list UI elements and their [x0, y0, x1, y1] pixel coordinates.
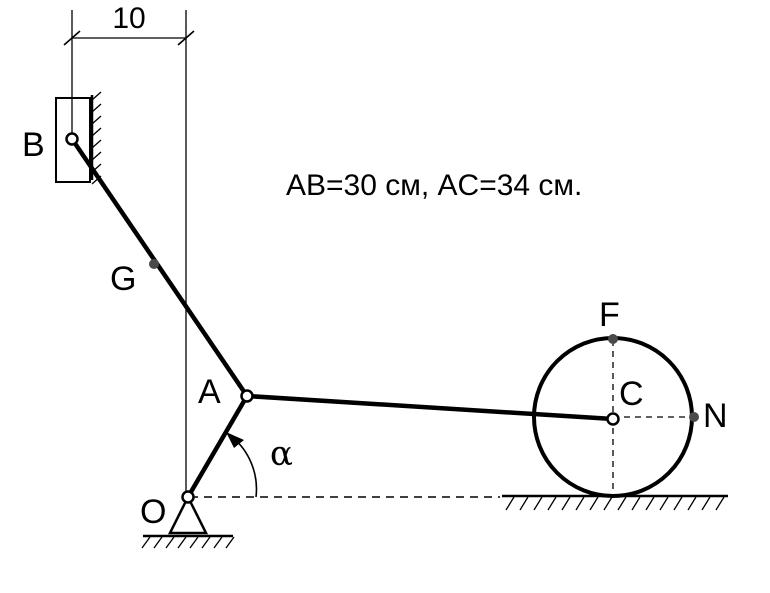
label-B: B — [22, 126, 45, 164]
label-C: C — [619, 375, 644, 413]
point-N — [689, 412, 699, 422]
dimension-tick-right — [177, 30, 195, 46]
dimension-tick-left — [63, 30, 81, 46]
rod-AB — [69, 136, 250, 399]
rod-OA — [185, 393, 250, 500]
point-F — [608, 334, 618, 344]
given-condition: AB=30 см, AC=34 см. — [286, 169, 582, 202]
joint-B — [65, 132, 79, 146]
fixed-support-O — [141, 494, 235, 549]
label-F: F — [599, 296, 620, 334]
dimension-10: 10 — [63, 2, 195, 497]
support-hatching — [141, 536, 235, 549]
dimension-value: 10 — [112, 2, 145, 35]
label-O: O — [140, 493, 166, 531]
label-N: N — [703, 397, 728, 435]
angle-alpha — [226, 432, 258, 498]
slider-block — [55, 97, 91, 183]
joint-A — [240, 389, 254, 403]
point-G — [149, 259, 159, 269]
support-triangle — [167, 494, 209, 535]
label-G: G — [110, 260, 136, 298]
wheel-ground-hatching — [505, 496, 725, 511]
wheel-ground — [502, 494, 728, 511]
joint-O — [181, 490, 195, 504]
rod-AC — [244, 393, 616, 422]
label-alpha: α — [270, 434, 293, 474]
label-A: A — [198, 373, 221, 411]
joint-C — [606, 412, 620, 426]
angle-arrow — [226, 432, 244, 448]
